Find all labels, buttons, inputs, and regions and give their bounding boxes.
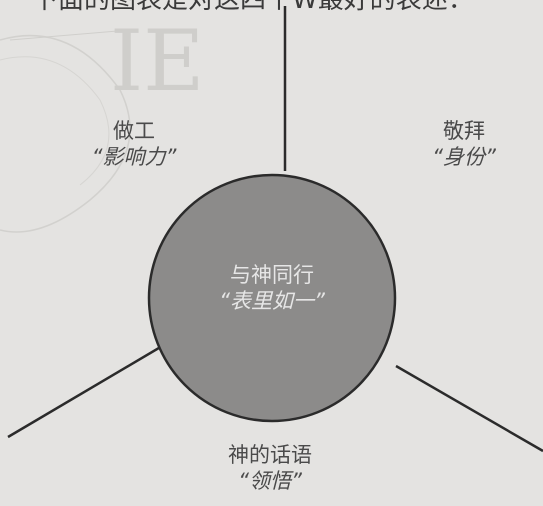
label-word-quote: “领悟”	[238, 469, 302, 494]
center-circle	[147, 173, 397, 423]
label-word-name: 神的话语	[228, 443, 312, 467]
label-worship: 敬拜 “身份”	[394, 118, 534, 171]
label-center: 与神同行 “表里如一”	[188, 262, 356, 315]
label-center-quote: “表里如一”	[219, 289, 325, 314]
caption-text: 下面的图表是对这四个W最好的表述：	[0, 0, 543, 14]
connector-bottom-left	[7, 340, 170, 439]
label-center-name: 与神同行	[230, 263, 314, 287]
label-work-name: 做工	[113, 119, 155, 143]
background-decoration-line	[9, 29, 131, 41]
connector-bottom-right	[395, 364, 543, 453]
page-caption: 下面的图表是对这四个W最好的表述：	[0, 0, 543, 14]
label-work: 做工 “影响力”	[64, 118, 204, 171]
label-worship-quote: “身份”	[432, 145, 496, 170]
label-work-quote: “影响力”	[91, 145, 177, 170]
background-decoration-arc	[0, 34, 131, 233]
background-watermark: IE	[110, 12, 205, 110]
label-word: 神的话语 “领悟”	[200, 442, 340, 495]
label-worship-name: 敬拜	[443, 119, 485, 143]
background-decoration-arc-2	[0, 56, 110, 186]
